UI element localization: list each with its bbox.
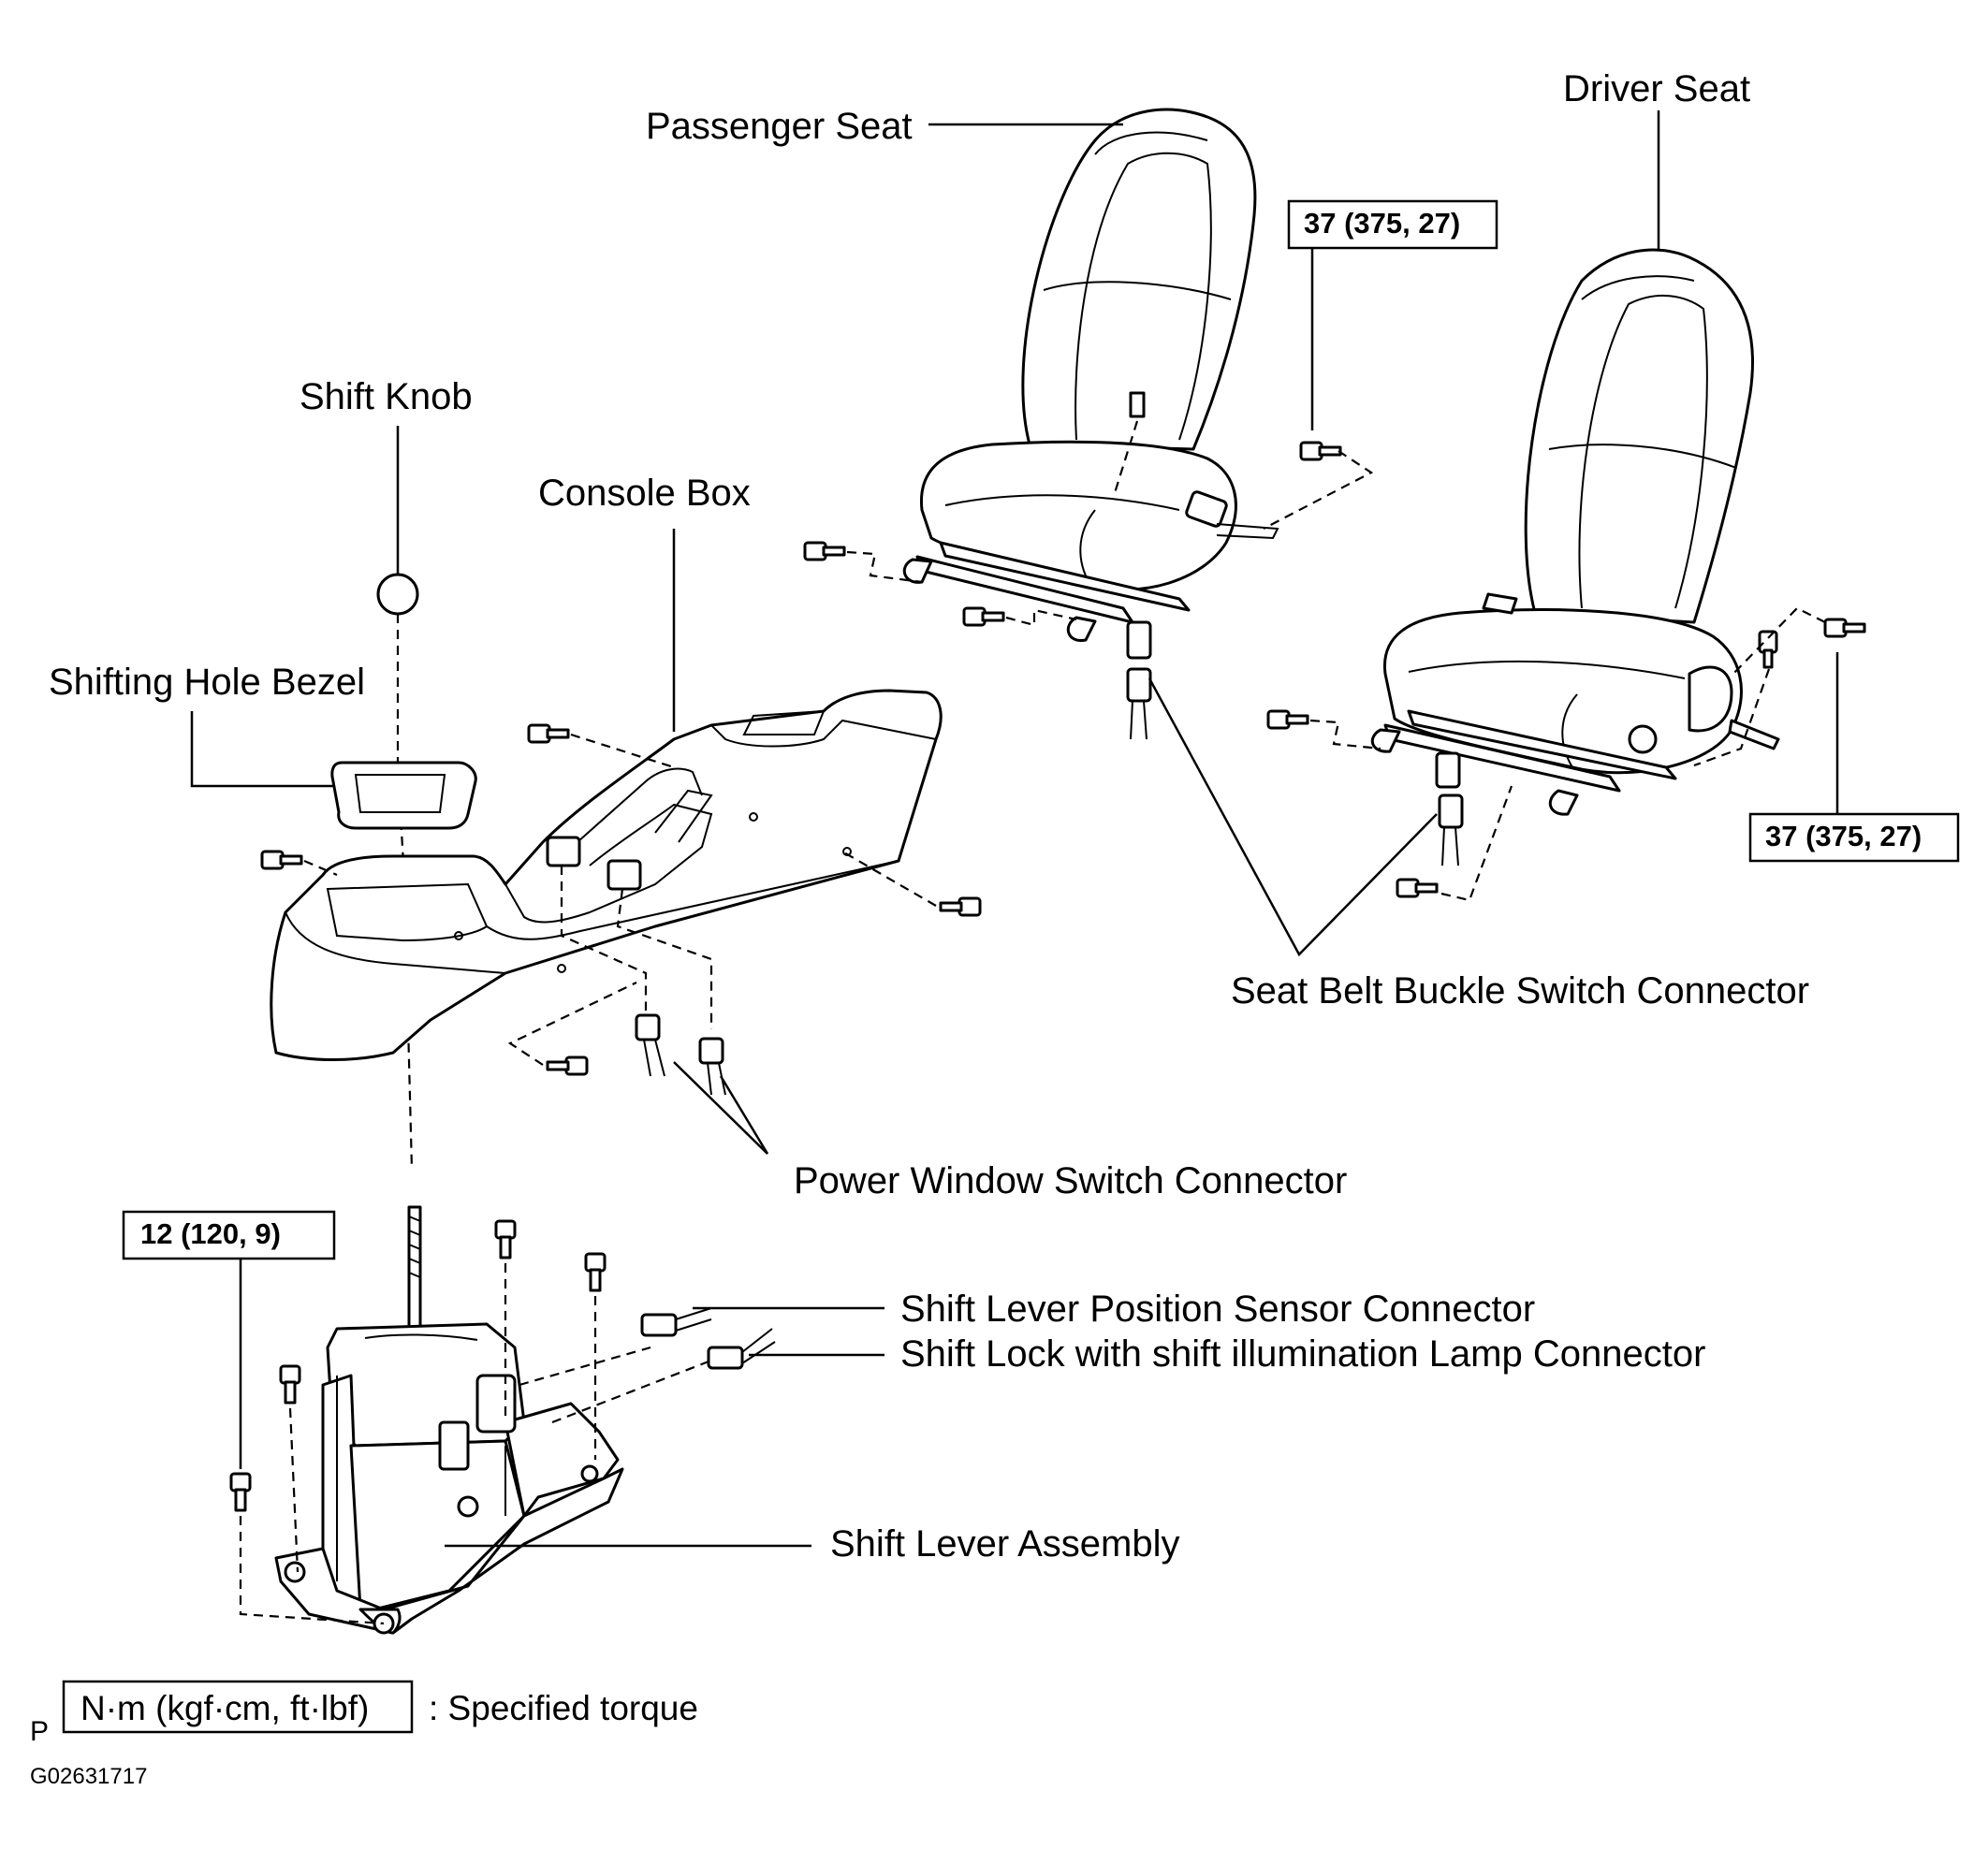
console-box-drawing xyxy=(270,689,943,1061)
driver-seat-bolt xyxy=(1266,709,1309,730)
shift-knob-label: Shift Knob xyxy=(300,376,473,417)
driver-seat-bolt xyxy=(1823,618,1866,638)
shift-lock-lamp-connector-label: Shift Lock with shift illumination Lamp … xyxy=(900,1333,1705,1375)
shift-lever-bolt xyxy=(279,1364,301,1405)
legend-prefix: P xyxy=(30,1716,49,1747)
leader-line xyxy=(1147,677,1438,957)
driver-buckle-connector xyxy=(1435,751,1464,866)
torque-legend: P N·m (kgf·cm, ft·lbf) : Specified torqu… xyxy=(30,1680,698,1747)
figure-code: G02631717 xyxy=(30,1764,147,1789)
leader-line xyxy=(673,1061,769,1155)
leader-line xyxy=(190,711,335,788)
passenger-seat-drawing xyxy=(902,108,1279,642)
driver-seat-bolt xyxy=(1396,878,1439,898)
power-window-connector xyxy=(698,1037,726,1096)
passenger-buckle-connector xyxy=(1126,620,1152,740)
shift-lever-assembly-label: Shift Lever Assembly xyxy=(830,1523,1180,1565)
shifting-hole-bezel-drawing xyxy=(330,761,477,830)
console-box-bolt xyxy=(260,850,303,870)
seat-belt-buckle-switch-connector-label: Seat Belt Buckle Switch Connector xyxy=(1231,970,1809,1012)
console-box-bolt xyxy=(546,1056,589,1076)
torque-box-driver-seat: 37 (375, 27) xyxy=(1748,812,1960,863)
driver-seat-drawing xyxy=(1370,248,1780,816)
legend-unit-box: N·m (kgf·cm, ft·lbf) xyxy=(80,1689,369,1727)
console-box-bolt xyxy=(939,896,982,917)
passenger-seat-bolt xyxy=(1299,441,1342,461)
shifting-hole-bezel-label: Shifting Hole Bezel xyxy=(49,662,365,703)
console-box-label: Console Box xyxy=(538,473,751,514)
passenger-seat-bolt xyxy=(962,606,1005,627)
shift-lever-bolt xyxy=(229,1472,252,1512)
passenger-seat-bolt xyxy=(803,541,846,561)
passenger-seat-label: Passenger Seat xyxy=(646,106,913,147)
driver-seat-bolt xyxy=(1758,630,1778,669)
driver-seat-label: Driver Seat xyxy=(1563,68,1750,109)
svg-text:37 (375, 27): 37 (375, 27) xyxy=(1304,207,1460,240)
svg-text:37 (375, 27): 37 (375, 27) xyxy=(1765,820,1922,852)
legend-description: : Specified torque xyxy=(429,1689,698,1727)
torque-box-shift-lever: 12 (120, 9) xyxy=(122,1210,336,1260)
shift-lever-position-sensor-connector-drawing xyxy=(640,1307,712,1337)
torque-box-passenger-seat: 37 (375, 27) xyxy=(1287,199,1498,250)
shift-lock-lamp-connector-drawing xyxy=(707,1328,776,1370)
shift-lever-assembly-drawing xyxy=(274,1205,624,1635)
shift-lever-position-sensor-connector-label: Shift Lever Position Sensor Connector xyxy=(900,1288,1535,1330)
shift-knob-drawing xyxy=(376,573,419,616)
power-window-connector xyxy=(635,1013,665,1077)
console-box-bolt xyxy=(527,723,570,744)
shift-lever-bolt xyxy=(494,1219,517,1259)
power-window-switch-connector-label: Power Window Switch Connector xyxy=(794,1160,1347,1201)
shift-lever-bolt xyxy=(584,1252,607,1292)
svg-text:12 (120, 9): 12 (120, 9) xyxy=(140,1217,281,1250)
